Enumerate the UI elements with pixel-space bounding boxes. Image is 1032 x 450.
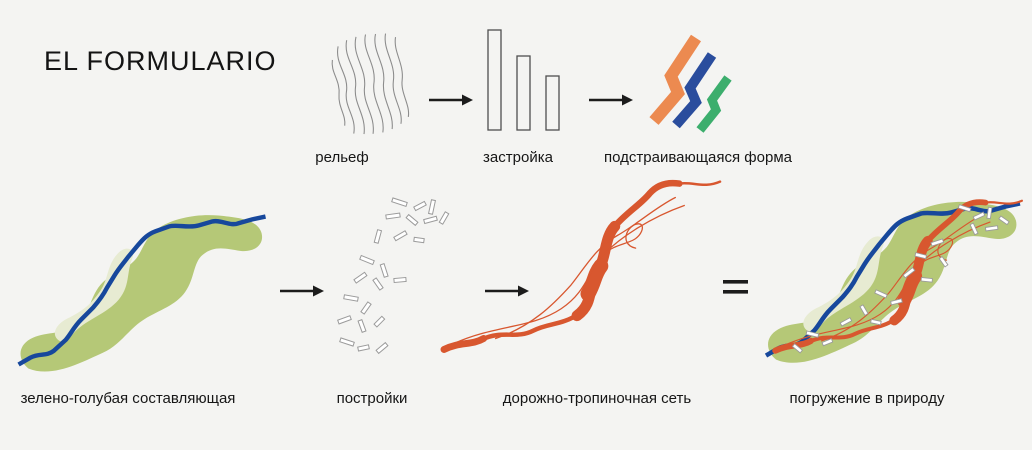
label-buildings: постройки — [336, 390, 408, 407]
label-development: застройка — [483, 149, 553, 166]
label-adaptive-form: подстраивающаяся форма — [604, 149, 792, 166]
relief-contours-graphic — [323, 30, 418, 140]
development-bars-graphic — [487, 29, 560, 131]
label-road-path-network: дорожно-тропиночная сеть — [502, 390, 692, 407]
equals-icon — [723, 280, 748, 294]
label-immersion-in-nature: погружение в природу — [789, 390, 945, 407]
page-title: EL FORMULARIO — [44, 46, 277, 76]
arrow-right-icon — [588, 93, 634, 107]
label-relief: рельеф — [315, 149, 369, 166]
arrow-right-icon — [279, 284, 325, 298]
immersion-combined-graphic — [764, 178, 1026, 384]
arrow-right-icon — [428, 93, 474, 107]
road-path-network-graphic — [438, 176, 726, 366]
green-blue-component-graphic — [14, 194, 274, 390]
adaptive-form-graphic — [644, 33, 750, 137]
label-green-blue-component: зелено-голубая составляющая — [20, 390, 236, 407]
